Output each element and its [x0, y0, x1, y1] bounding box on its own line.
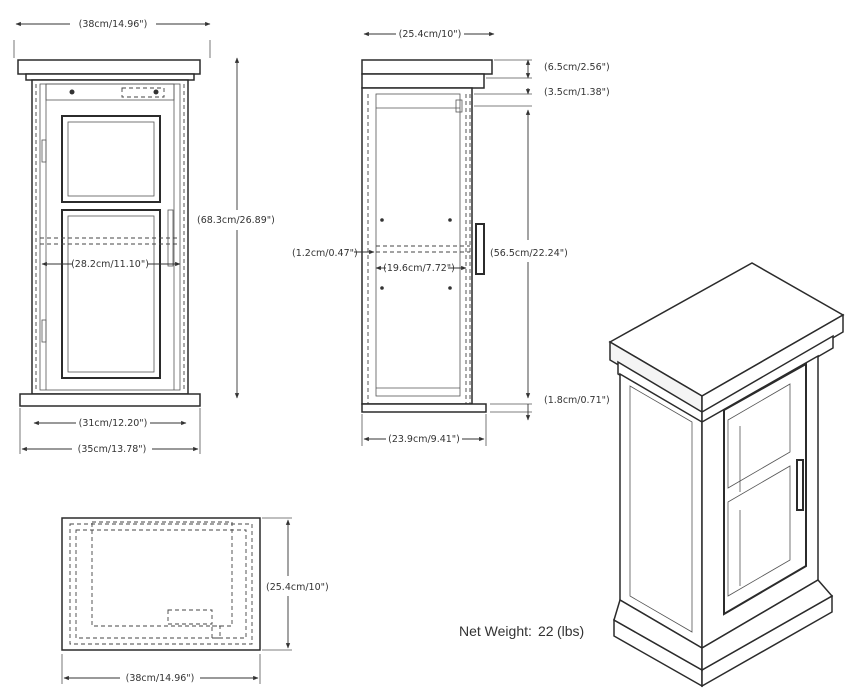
- front-body: [31, 79, 189, 395]
- side-shelf-thickness-label: (1.2cm/0.47"): [292, 248, 358, 259]
- front-height-label: (68.3cm/26.89"): [197, 215, 275, 226]
- net-weight: Net Weight: 22 (lbs): [459, 623, 584, 639]
- front-top-rail: [45, 83, 175, 101]
- iso-base-top-right: [701, 579, 834, 672]
- side-peg-hole-3: [380, 286, 384, 290]
- side-body-height-label: (56.5cm/22.24"): [490, 248, 568, 259]
- top-view: (25.4cm/10") (38cm/14.96"): [61, 517, 329, 684]
- side-latch: [455, 99, 463, 113]
- net-weight-label: Net Weight:: [459, 623, 532, 639]
- iso-molding-right: [701, 334, 834, 426]
- front-base: [19, 393, 201, 407]
- side-top-depth-label: (25.4cm/10"): [399, 29, 462, 40]
- top-handle-outline: [167, 609, 213, 625]
- front-latch-outline: [121, 87, 165, 98]
- top-width-label: (38cm/14.96"): [126, 673, 195, 684]
- side-crown: [361, 59, 493, 75]
- top-depth-label: (25.4cm/10"): [266, 582, 329, 593]
- net-weight-unit: (lbs): [557, 623, 584, 639]
- side-handle: [475, 223, 485, 275]
- front-screw-right-icon: [153, 89, 159, 95]
- top-latch-outline: [211, 625, 221, 639]
- side-view: (25.4cm/10") (6.5cm/2.56") (3.5cm/1.38")…: [292, 29, 610, 446]
- side-frame-height-label: (3.5cm/1.38"): [544, 87, 610, 98]
- side-crown-height-label: (6.5cm/2.56"): [544, 62, 610, 73]
- front-base-inner-width-label: (31cm/12.20"): [79, 418, 148, 429]
- front-inner-width-label: (28.2cm/11.10"): [71, 259, 149, 270]
- side-peg-hole-2: [448, 218, 452, 222]
- top-dash-outer: [69, 523, 253, 645]
- front-lower-panel: [61, 209, 161, 379]
- side-peg-hole-4: [448, 286, 452, 290]
- side-base-depth-label: (23.9cm/9.41"): [388, 434, 460, 445]
- side-inner-depth-label: (19.6cm/7.72"): [383, 263, 455, 274]
- front-upper-panel: [61, 115, 161, 203]
- front-upper-glass: [67, 121, 155, 197]
- iso-body-left-panel: [629, 385, 693, 633]
- side-base: [361, 403, 487, 413]
- iso-door-lower-glass: [727, 465, 791, 597]
- side-base-height-label: (1.8cm/0.71"): [544, 395, 610, 406]
- front-view: (38cm/14.96") (68.3cm/26.89") (28.2cm/11…: [13, 19, 275, 455]
- front-crown: [17, 59, 201, 75]
- iso-door-upper-glass: [727, 383, 791, 489]
- side-peg-hole-1: [380, 218, 384, 222]
- isometric-view: [608, 262, 845, 688]
- top-outline: [61, 517, 261, 651]
- front-crown-molding: [25, 73, 195, 81]
- side-crown-molding: [361, 73, 485, 89]
- front-screw-left-icon: [69, 89, 75, 95]
- net-weight-value: 22: [538, 623, 554, 639]
- iso-door-frame: [723, 362, 807, 616]
- front-lower-glass: [67, 215, 155, 373]
- front-hinge-lower: [41, 319, 47, 343]
- front-top-width-label: (38cm/14.96"): [79, 19, 148, 30]
- front-base-width-label: (35cm/13.78"): [78, 444, 147, 455]
- front-hinge-upper: [41, 139, 47, 163]
- iso-door-handle: [796, 459, 804, 511]
- top-dash-inner: [91, 521, 233, 627]
- top-dash-middle: [75, 529, 247, 639]
- iso-top-right-edge: [701, 313, 844, 416]
- side-interior: [375, 93, 461, 397]
